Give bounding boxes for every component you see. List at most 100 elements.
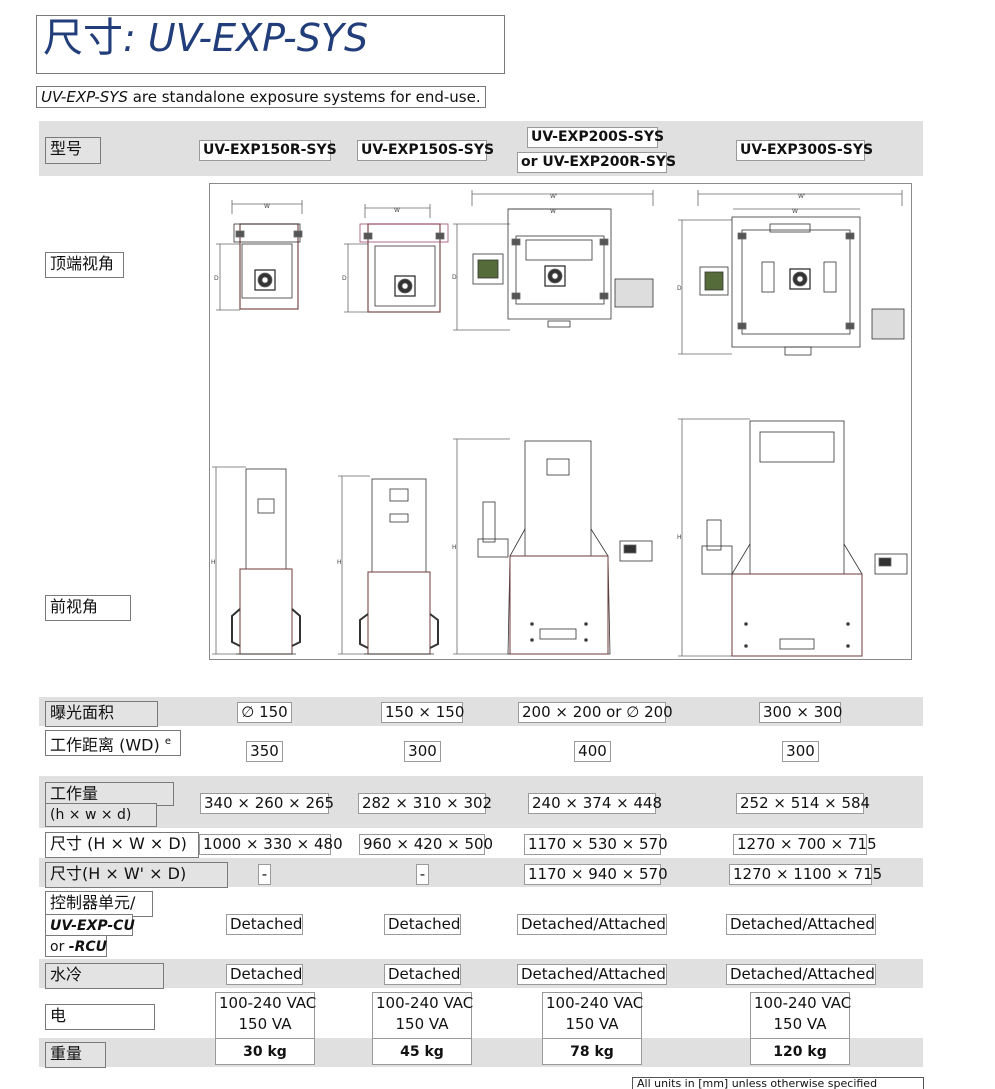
power-150s-voltage: 100-240 VAC <box>376 994 474 1012</box>
cooling-300s: Detached/Attached <box>726 964 876 985</box>
wd-150s: 300 <box>404 741 441 762</box>
top-view-200s <box>453 190 654 331</box>
wd-label-sup: e <box>164 736 171 747</box>
title-sep: : <box>123 16 148 60</box>
dim-h-200s: H <box>452 544 457 551</box>
wd-label-text: 工作距离 (WD) <box>50 735 160 755</box>
dim-w-200s: W <box>550 208 556 215</box>
controller-200s: Detached/Attached <box>517 914 667 935</box>
subtitle-text: are standalone exposure systems for end-… <box>127 88 481 106</box>
size-150r: 1000 × 330 × 480 <box>199 834 343 855</box>
dim-d-150s: D <box>342 275 347 282</box>
size-150s: 960 × 420 × 500 <box>359 834 493 855</box>
weight-300s: 120 kg <box>750 1039 850 1065</box>
dim-wp-300s: W' <box>798 193 806 200</box>
dim-d-150r: D <box>214 275 219 282</box>
model-200r: or UV-EXP200R-SYS <box>517 152 676 173</box>
size-label: 尺寸 (H × W × D) <box>45 832 199 858</box>
size2-label: 尺寸(H × W' × D) <box>45 862 228 888</box>
model-200s: UV-EXP200S-SYS <box>527 127 664 148</box>
exposure-200s: 200 × 200 or ∅ 200 <box>518 702 673 723</box>
controller-label-rcu: -RCU <box>68 939 108 955</box>
footnote: All units in [mm] unless otherwise speci… <box>632 1077 924 1089</box>
controller-300s: Detached/Attached <box>726 914 876 935</box>
front-view-200s <box>453 438 653 655</box>
power-300s-voltage: 100-240 VAC <box>754 994 852 1012</box>
power-150r-va: 150 VA <box>238 1015 292 1033</box>
power-300s: 100-240 VAC 150 VA <box>750 992 852 1039</box>
technical-drawings: W D W D W' W D W' W D H H H H <box>209 183 912 660</box>
wd-label: 工作距离 (WD) e <box>45 730 181 756</box>
model-150r: UV-EXP150R-SYS <box>199 140 337 161</box>
power-150r: 100-240 VAC 150 VA <box>215 992 317 1039</box>
front-view-label: 前视角 <box>45 595 131 621</box>
wd-200s: 400 <box>574 741 611 762</box>
model-150s: UV-EXP150S-SYS <box>357 140 494 161</box>
power-200s-va: 150 VA <box>565 1015 619 1033</box>
controller-label-or: or <box>50 939 69 955</box>
top-view-150s <box>344 204 449 313</box>
size2-150r: - <box>258 864 271 885</box>
power-150r-voltage: 100-240 VAC <box>219 994 317 1012</box>
drawings-svg: W D W D W' W D W' W D H H H H <box>211 190 908 657</box>
volume-label: 工作量 <box>45 782 174 806</box>
dim-wp-200s: W' <box>550 193 558 200</box>
wd-150r: 350 <box>246 741 283 762</box>
wd-300s: 300 <box>782 741 819 762</box>
volume-150s: 282 × 310 × 302 <box>358 793 492 814</box>
top-view-300s <box>678 190 905 356</box>
exposure-150r: ∅ 150 <box>237 702 292 723</box>
dim-w-300s: W <box>792 208 798 215</box>
size-300s: 1270 × 700 × 715 <box>733 834 877 855</box>
subtitle: UV-EXP-SYS are standalone exposure syste… <box>36 86 486 108</box>
volume-200s: 240 × 374 × 448 <box>528 793 662 814</box>
controller-label-model: UV-EXP-CU <box>45 914 135 936</box>
power-200s: 100-240 VAC 150 VA <box>542 992 644 1039</box>
model-label: 型号 <box>45 137 101 164</box>
size-200s: 1170 × 530 × 570 <box>524 834 668 855</box>
cooling-200s: Detached/Attached <box>517 964 667 985</box>
dim-h-300s: H <box>677 534 682 541</box>
size2-150s: - <box>416 864 429 885</box>
controller-150s: Detached <box>384 914 461 935</box>
dim-h-150s: H <box>337 559 342 566</box>
title-model: UV-EXP-SYS <box>147 16 369 60</box>
front-view-150s <box>338 475 439 655</box>
controller-150r: Detached <box>226 914 303 935</box>
volume-label-sub: (h × w × d) <box>45 803 157 827</box>
front-view-150r <box>212 466 301 655</box>
title-zh: 尺寸 <box>43 15 123 61</box>
front-view-300s <box>678 418 908 657</box>
volume-300s: 252 × 514 × 584 <box>736 793 870 814</box>
top-view-150r <box>216 200 303 311</box>
power-300s-va: 150 VA <box>773 1015 827 1033</box>
exposure-label: 曝光面积 <box>45 701 158 727</box>
controller-label-alt: or -RCU <box>45 935 107 957</box>
size2-200s: 1170 × 940 × 570 <box>524 864 668 885</box>
dim-w-150r: W <box>264 203 270 210</box>
weight-150r: 30 kg <box>215 1039 315 1065</box>
weight-label: 重量 <box>45 1042 106 1068</box>
power-150s: 100-240 VAC 150 VA <box>372 992 474 1039</box>
dim-d-300s: D <box>677 285 682 292</box>
power-200s-voltage: 100-240 VAC <box>546 994 644 1012</box>
cooling-150r: Detached <box>226 964 303 985</box>
volume-150r: 340 × 260 × 265 <box>200 793 334 814</box>
page-title: 尺寸: UV-EXP-SYS <box>36 15 505 74</box>
subtitle-product: UV-EXP-SYS <box>41 88 128 106</box>
exposure-300s: 300 × 300 <box>759 702 842 723</box>
cooling-150s: Detached <box>384 964 461 985</box>
dim-h-150r: H <box>211 559 216 566</box>
model-300s: UV-EXP300S-SYS <box>736 140 873 161</box>
power-150s-va: 150 VA <box>395 1015 449 1033</box>
exposure-150s: 150 × 150 <box>381 702 464 723</box>
dim-w-150s: W <box>394 207 400 214</box>
weight-200s: 78 kg <box>542 1039 642 1065</box>
power-label: 电 <box>45 1004 155 1030</box>
cooling-label: 水冷 <box>45 963 164 989</box>
weight-150s: 45 kg <box>372 1039 472 1065</box>
size2-300s: 1270 × 1100 × 715 <box>729 864 882 885</box>
top-view-label: 顶端视角 <box>45 252 124 278</box>
controller-label: 控制器单元/ <box>45 891 153 917</box>
dim-d-200s: D <box>452 274 457 281</box>
